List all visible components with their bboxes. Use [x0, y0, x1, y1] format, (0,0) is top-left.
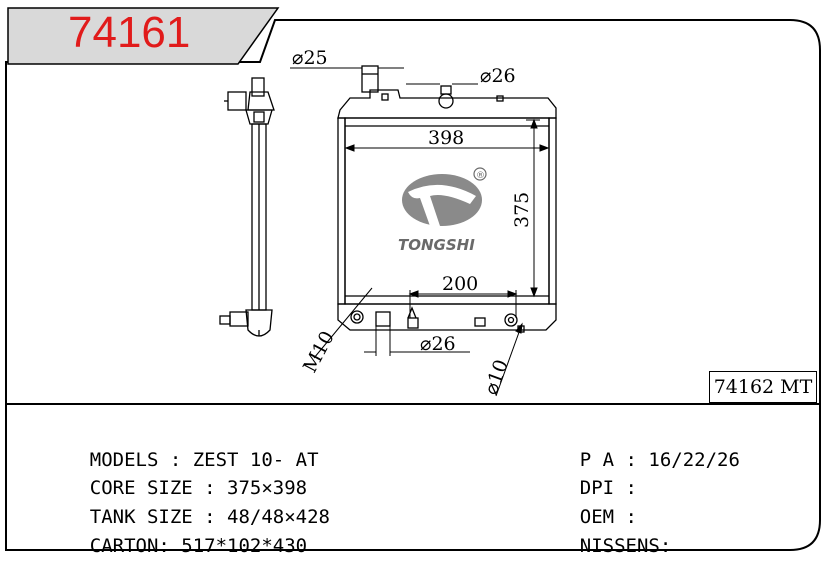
spec-label: CARTON — [89, 535, 159, 557]
dim-core-width: 398 — [428, 127, 464, 149]
brand-logo: ® TONGSHI — [398, 167, 487, 254]
dim-drain-hole: ⌀10 — [480, 357, 513, 398]
spec-label: MODELS — [89, 449, 159, 471]
dim-drain-thread: M10 — [299, 327, 339, 376]
spec-sep: : — [158, 535, 182, 557]
spec-sep: : — [614, 449, 649, 471]
dim-top-outlet: ⌀26 — [480, 65, 516, 87]
registered-mark: ® — [476, 171, 485, 181]
spec-sep: : — [659, 535, 672, 557]
spec-value: 375×398 — [227, 477, 308, 499]
spec-oem: OEM : — [534, 481, 648, 553]
header-banner — [7, 7, 280, 65]
dim-bottom-pipe: ⌀26 — [420, 333, 456, 355]
spec-sep: : — [158, 449, 193, 471]
spec-label: TANK SIZE — [89, 506, 193, 528]
spec-sep: : — [614, 506, 649, 528]
spec-label: NISSENS — [579, 535, 660, 557]
variant-label: 74162 MT — [709, 371, 817, 403]
side-view — [219, 77, 275, 337]
dim-bottom-span: 200 — [442, 273, 478, 295]
spec-value: 16/22/26 — [648, 449, 740, 471]
spec-sheet: ⌀25 ⌀26 398 375 200 ⌀26 M10 ⌀10 ® TONGSH… — [5, 7, 821, 557]
dim-core-height: 375 — [511, 192, 533, 228]
front-view — [337, 65, 557, 333]
spec-value: ZEST 10- AT — [192, 449, 319, 471]
spec-carton: CARTON: 517*102*430 — [44, 510, 307, 582]
part-number: 74161 — [68, 8, 191, 57]
spec-value: 517*102*430 — [181, 535, 308, 557]
sheet-frame — [5, 19, 821, 551]
spec-models: MODELS : ZEST 10- AT — [44, 424, 319, 496]
brand-name: TONGSHI — [398, 236, 475, 254]
spec-label: P A — [579, 449, 615, 471]
spec-nissens: NISSENS: — [534, 510, 672, 582]
dim-top-inlet: ⌀25 — [292, 47, 328, 69]
spec-label: CORE SIZE — [89, 477, 193, 499]
spec-sep: : — [192, 477, 228, 499]
spec-dpi: DPI : — [534, 452, 648, 524]
spec-label: DPI — [579, 477, 615, 499]
spec-value: 48/48×428 — [227, 506, 330, 528]
spec-label: OEM — [579, 506, 615, 528]
spec-sep: : — [192, 506, 228, 528]
spec-core-size: CORE SIZE : 375×398 — [44, 452, 307, 524]
drawing-canvas: ⌀25 ⌀26 398 375 200 ⌀26 M10 ⌀10 ® TONGSH… — [5, 7, 821, 551]
dimension-lines — [290, 67, 550, 397]
spec-tank-size: TANK SIZE : 48/48×428 — [44, 481, 330, 553]
spec-pa: P A : 16/22/26 — [534, 424, 740, 496]
spec-sep: : — [614, 477, 649, 499]
